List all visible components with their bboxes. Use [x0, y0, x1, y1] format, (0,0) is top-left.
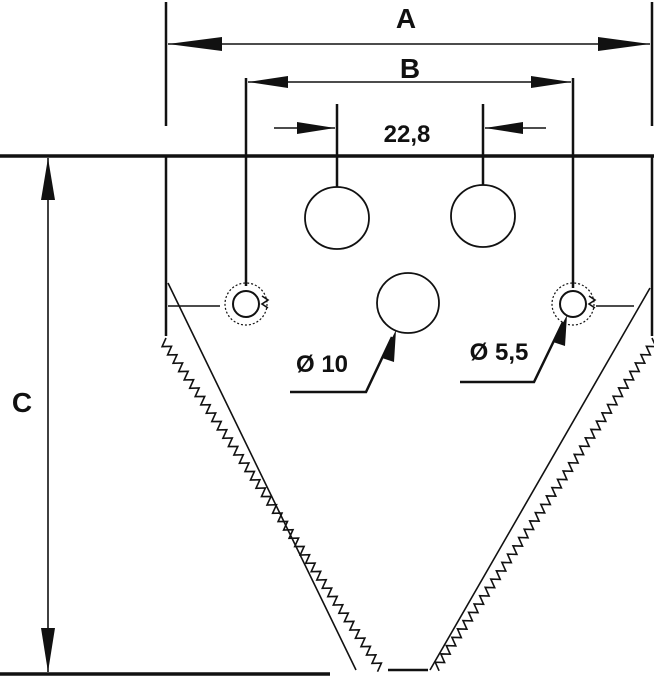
dimension-c: C: [0, 158, 330, 676]
left-rivet-mark: [260, 295, 270, 309]
spacing-right-arrow: [485, 122, 523, 134]
left-serrated-edge: [160, 337, 383, 673]
diameter-callouts: Ø 10 Ø 5,5: [290, 315, 567, 394]
right-rivet-hole: [559, 290, 587, 318]
large-hole-arrow: [382, 330, 396, 362]
left-rivet-counterbore: [224, 282, 268, 326]
right-rivet-counterbore: [551, 282, 595, 326]
top-left-hole: [304, 186, 370, 250]
spacing-left-arrow: [297, 122, 335, 134]
left-rivet-hole: [232, 290, 260, 318]
small-hole-arrow: [553, 315, 567, 346]
right-serrated-edge: [433, 337, 654, 672]
dim-b-label: B: [400, 53, 420, 84]
top-right-hole: [450, 184, 516, 248]
dim-a-label: A: [396, 3, 416, 34]
right-bevel-line: [429, 287, 651, 671]
dim-c-top-arrow: [41, 158, 55, 200]
spacing-label: 22,8: [384, 121, 431, 148]
dim-c-label: C: [12, 387, 32, 418]
dimension-b: B: [244, 53, 575, 288]
dimension-a: A: [164, 2, 654, 126]
blade-outline: [0, 154, 654, 673]
left-bevel-line: [167, 282, 357, 671]
right-rivet-mark: [587, 295, 597, 309]
dim-b-right-arrow: [531, 76, 571, 88]
dim-a-left-arrow: [168, 37, 222, 51]
large-hole-label: Ø 10: [296, 351, 348, 378]
holes: [224, 184, 597, 334]
dimension-hole-spacing: 22,8: [274, 104, 546, 190]
dim-a-right-arrow: [598, 37, 650, 51]
dim-b-left-arrow: [248, 76, 288, 88]
small-hole-label: Ø 5,5: [470, 339, 529, 366]
center-hole-10: [376, 272, 440, 334]
dim-c-bottom-arrow: [41, 628, 55, 672]
